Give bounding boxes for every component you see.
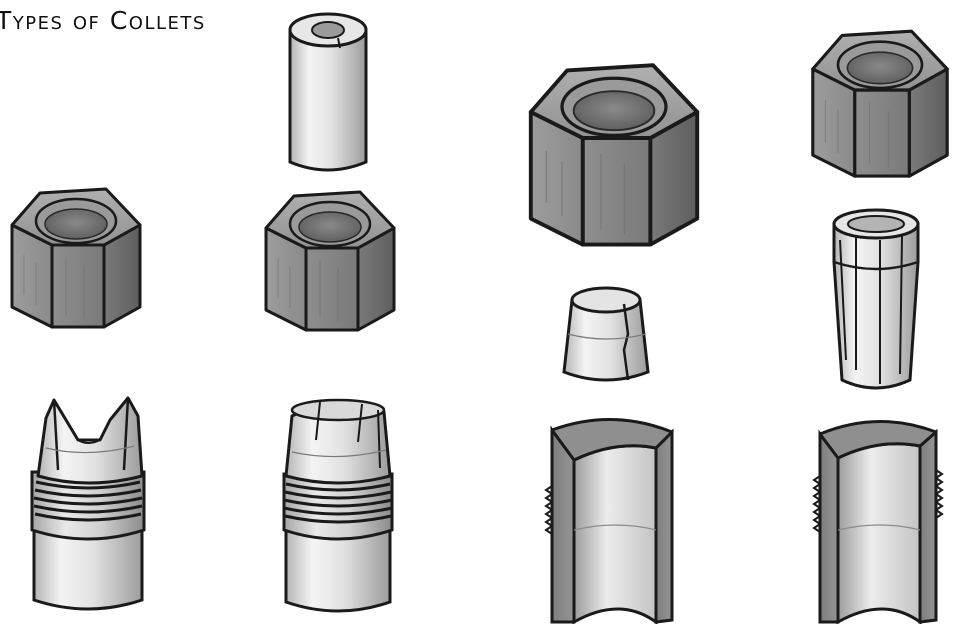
collet-assembly-3 [528, 63, 700, 624]
page-title: Types of Collets [0, 6, 206, 35]
collet-assembly-2 [264, 12, 396, 613]
straight-sleeve [288, 12, 368, 172]
hex-nut-1 [10, 187, 142, 329]
hex-nut-4 [811, 29, 949, 178]
collet-assembly-4 [811, 29, 949, 624]
collet-body-cutaway-3 [544, 418, 674, 624]
tapered-collet-3 [562, 286, 650, 382]
split-collet-2 [282, 398, 394, 613]
hex-nut-3 [528, 63, 700, 247]
collet-body-cutaway-4 [812, 420, 944, 624]
slotted-collet-1 [30, 396, 146, 611]
hex-nut-2 [264, 190, 396, 332]
collet-assembly-1 [10, 187, 146, 611]
long-split-collet-4 [832, 208, 920, 390]
